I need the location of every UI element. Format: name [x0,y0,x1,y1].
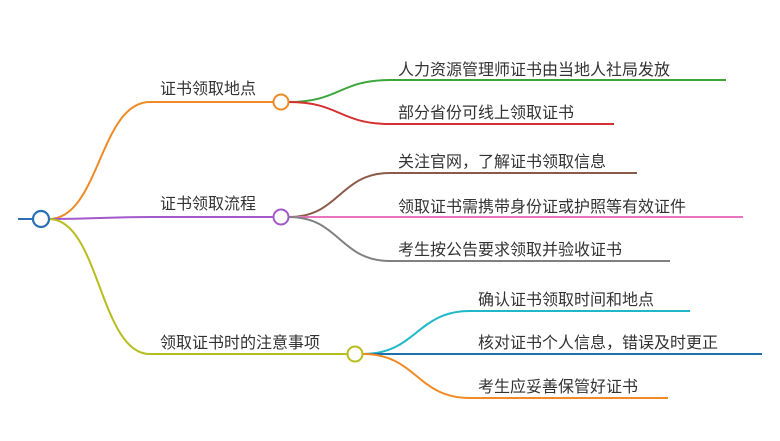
leaf-label-2-3: 考生按公告要求领取并验收证书 [398,240,622,259]
mindmap-edges [18,79,762,399]
leaf-label-1-1: 人力资源管理师证书由当地人社局发放 [398,60,670,79]
leaf-edge-3-1 [362,310,690,355]
leaf-edge-1-2 [288,101,614,125]
branch-edge-2 [48,216,273,220]
branch-node-3[interactable] [346,345,364,363]
branch-label-3: 领取证书时的注意事项 [160,333,320,352]
leaf-edge-2-1 [288,172,637,218]
branch-node-2[interactable] [272,208,290,226]
leaf-label-2-1: 关注官网，了解证书领取信息 [398,152,606,171]
mindmap-nodes [31,93,364,363]
leaf-edge-3-3 [362,353,668,399]
leaf-edge-1-1 [288,79,726,103]
mindmap-labels: 证书领取地点 人力资源管理师证书由当地人社局发放部分省份可线上领取证书证书领取流程… [160,60,718,396]
leaf-label-3-3: 考生应妥善保管好证书 [478,377,638,396]
branch-label-1: 证书领取地点 [160,79,256,98]
leaf-label-1-2: 部分省份可线上领取证书 [398,103,574,122]
leaf-label-3-1: 确认证书领取时间和地点 [478,290,654,309]
root-node[interactable] [31,209,51,229]
leaf-label-3-2: 核对证书个人信息，错误及时更正 [478,333,718,352]
branch-label-2: 证书领取流程 [160,194,256,213]
branch-edge-3 [48,218,347,355]
branch-node-1[interactable] [272,93,290,111]
leaf-edge-2-3 [288,216,670,262]
branch-edge-1 [48,101,273,220]
leaf-label-2-2: 领取证书需携带身份证或护照等有效证件 [398,197,686,216]
